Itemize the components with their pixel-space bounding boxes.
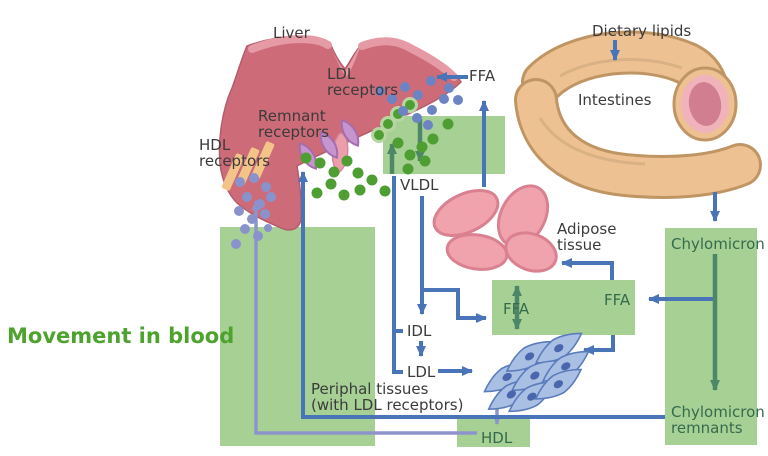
remnant-receptors-line2: receptors — [258, 123, 330, 141]
adipose-tissue-label: Adipose tissue — [557, 221, 616, 253]
liver-label: Liver — [273, 24, 310, 42]
green-flow-arrows — [387, 119, 720, 391]
ldl-label: LDL — [407, 363, 436, 381]
chylomicron-remnants-label: Chylomicron remnants — [671, 404, 765, 436]
ffa-left-label: FFA — [503, 300, 530, 318]
movement-in-blood-zones — [220, 116, 757, 447]
remnants-to-liver-arrow — [298, 171, 665, 419]
peripheral-cells-illustration — [483, 332, 590, 413]
dietary-lipids-label: Dietary lipids — [592, 22, 692, 40]
hdl-receptor-icons — [221, 141, 275, 191]
hdl-receptors-label: HDL receptors — [199, 137, 270, 169]
ldl-receptors-label: LDL receptors — [327, 66, 398, 98]
ldl-receptor-dots — [371, 97, 418, 143]
adipose-illustration — [432, 184, 558, 273]
peripheral-line2: (with LDL receptors) — [311, 396, 464, 414]
hdl-receptors-line2: receptors — [199, 152, 271, 170]
intestines-label: Intestines — [578, 91, 652, 109]
idl-ldl-return-line — [392, 176, 403, 374]
hdl-particle-dots — [231, 173, 276, 249]
liver-notch — [330, 44, 361, 77]
ffa-to-adipose-arrow — [561, 258, 614, 280]
ffa-top-label: FFA — [469, 67, 496, 85]
peripheral-line1: Periphal tissues — [311, 380, 429, 398]
blood-zone-chylomicron — [665, 228, 757, 445]
hdl-label: HDL — [481, 429, 513, 447]
ldl-particle-dots — [375, 76, 463, 130]
intestine-crease-2 — [538, 117, 646, 166]
idl-label: IDL — [407, 322, 432, 340]
remnant-receptors-label: Remnant receptors — [258, 108, 329, 140]
liver-top-highlight — [248, 35, 458, 81]
ffa-right-label: FFA — [604, 291, 631, 309]
peripheral-tissues-label: Periphal tissues (with LDL receptors) — [311, 381, 463, 413]
intestines-illustration — [514, 30, 762, 199]
intestine-cross-section — [672, 66, 738, 142]
movement-in-blood-title: Movement in blood — [7, 324, 235, 348]
blood-zone-left — [220, 227, 375, 446]
blue-flow-arrows — [298, 40, 720, 419]
remnant-receptor-icons — [298, 118, 360, 170]
ffa-to-cells-arrow — [583, 335, 615, 355]
hdl-receptors-line1: HDL — [199, 136, 231, 154]
remnant-receptors-line1: Remnant — [258, 107, 326, 125]
chylomicron-remnants-line1: Chylomicron — [671, 403, 765, 421]
ldl-receptors-line1: LDL — [327, 65, 356, 83]
vldl-label: VLDL — [400, 176, 439, 194]
adipose-line2: tissue — [557, 236, 602, 254]
adipose-line1: Adipose — [557, 220, 617, 238]
remnant-particle-dots — [300, 118, 454, 201]
chylomicron-label: Chylomicron — [671, 235, 765, 253]
hdl-to-liver-arrow — [251, 200, 477, 435]
chylomicron-remnants-line2: remnants — [671, 419, 743, 437]
ldl-receptors-line2: receptors — [327, 81, 399, 99]
vldl-to-ffa-arrow — [422, 288, 487, 323]
